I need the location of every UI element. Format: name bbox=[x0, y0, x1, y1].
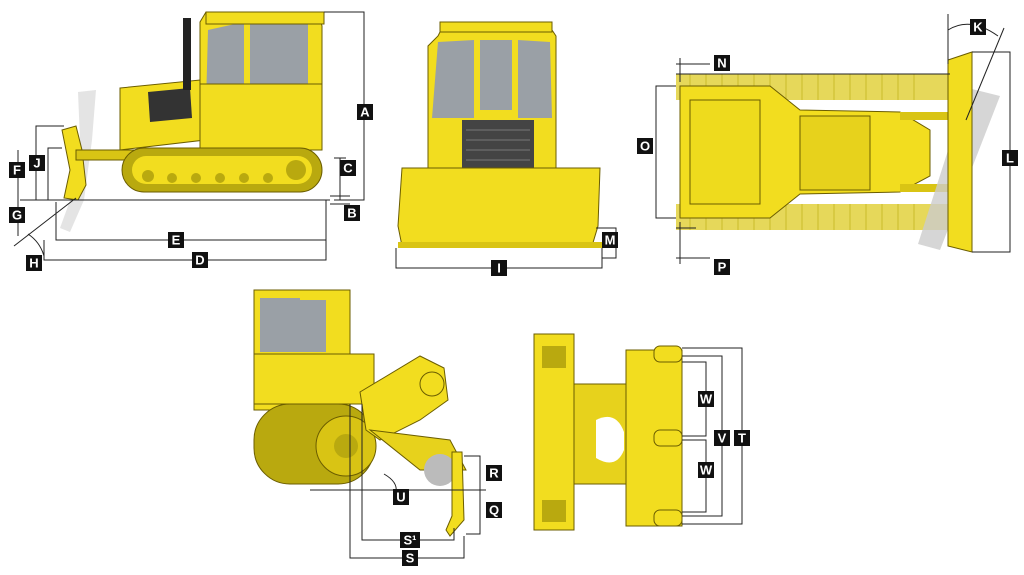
front-grille-slats bbox=[466, 129, 530, 161]
label-F: F bbox=[9, 162, 25, 178]
svg-text:P: P bbox=[718, 260, 727, 275]
dim-J-line bbox=[47, 147, 62, 200]
front-window-center bbox=[480, 40, 512, 110]
ripper-link-pin bbox=[419, 371, 445, 397]
side-track-rollers bbox=[142, 160, 306, 183]
label-S: S bbox=[402, 550, 418, 566]
dim-O-line bbox=[655, 85, 676, 219]
label-O: O bbox=[637, 138, 653, 154]
dimension-labels: A B C D E F G H J I M K L N O P R Q U S¹… bbox=[9, 19, 1018, 566]
svg-text:O: O bbox=[640, 139, 650, 154]
label-I: I bbox=[491, 260, 507, 276]
label-T: T bbox=[734, 430, 750, 446]
rtop-frame-slot bbox=[596, 416, 624, 463]
ripper-fender bbox=[253, 353, 375, 405]
svg-text:T: T bbox=[738, 431, 746, 446]
front-window-right bbox=[518, 40, 552, 118]
svg-text:R: R bbox=[489, 466, 499, 481]
svg-text:Q: Q bbox=[489, 503, 499, 518]
label-J: J bbox=[29, 155, 45, 171]
dim-K-line-2 bbox=[965, 27, 1005, 121]
front-blade bbox=[397, 167, 601, 247]
svg-text:K: K bbox=[973, 20, 983, 35]
top-cab bbox=[799, 115, 871, 191]
top-blade bbox=[947, 51, 973, 253]
side-view bbox=[13, 11, 365, 261]
svg-text:G: G bbox=[12, 208, 22, 223]
front-view bbox=[395, 21, 617, 269]
side-cab-roof bbox=[205, 11, 325, 25]
dim-D-line bbox=[43, 240, 327, 261]
svg-text:B: B bbox=[347, 206, 356, 221]
svg-text:M: M bbox=[605, 233, 616, 248]
side-rear-body bbox=[199, 83, 323, 151]
svg-text:A: A bbox=[360, 105, 370, 120]
svg-text:W: W bbox=[700, 463, 713, 478]
svg-text:S¹: S¹ bbox=[404, 533, 417, 548]
front-window-left bbox=[432, 40, 474, 118]
ripper-cab-window-2 bbox=[290, 300, 326, 352]
label-U: U bbox=[393, 489, 409, 505]
ripper-sprocket-hub bbox=[334, 434, 358, 458]
label-P: P bbox=[714, 259, 730, 275]
top-view bbox=[655, 14, 1011, 264]
label-W-upper: W bbox=[698, 391, 714, 407]
ripper-side-view bbox=[253, 289, 486, 559]
svg-text:H: H bbox=[29, 256, 38, 271]
label-C: C bbox=[340, 160, 356, 176]
side-blade bbox=[61, 125, 87, 201]
label-M: M bbox=[602, 232, 618, 248]
ripper-top-view bbox=[533, 333, 743, 531]
rtop-grille bbox=[542, 346, 566, 522]
front-blade-edge bbox=[398, 242, 602, 248]
label-E: E bbox=[168, 232, 184, 248]
svg-text:D: D bbox=[195, 253, 204, 268]
label-L: L bbox=[1002, 150, 1018, 166]
label-G: G bbox=[9, 207, 25, 223]
dim-R-line bbox=[464, 455, 481, 490]
svg-text:C: C bbox=[343, 161, 353, 176]
svg-text:V: V bbox=[718, 431, 727, 446]
svg-text:F: F bbox=[13, 163, 21, 178]
rtop-shank-pockets bbox=[653, 345, 683, 527]
label-R: R bbox=[486, 465, 502, 481]
svg-text:L: L bbox=[1006, 151, 1014, 166]
top-engine-deck bbox=[689, 99, 761, 205]
side-hood-vent bbox=[148, 88, 192, 122]
side-exhaust-stack bbox=[183, 18, 191, 90]
side-cab-window-side bbox=[250, 22, 308, 84]
svg-text:N: N bbox=[717, 56, 726, 71]
top-push-arm-lower bbox=[900, 184, 948, 192]
svg-text:W: W bbox=[700, 392, 713, 407]
front-cab-roof bbox=[439, 21, 553, 33]
dim-H-line bbox=[13, 197, 77, 247]
svg-text:J: J bbox=[33, 156, 40, 171]
svg-text:E: E bbox=[172, 233, 181, 248]
svg-text:U: U bbox=[396, 490, 405, 505]
dim-E-line bbox=[55, 200, 327, 241]
front-grille bbox=[462, 120, 534, 170]
top-push-arm-upper bbox=[900, 112, 948, 120]
ripper-shank bbox=[445, 451, 465, 537]
ripper-cylinder-end bbox=[424, 454, 456, 486]
label-S1: S¹ bbox=[400, 532, 420, 548]
label-A: A bbox=[357, 104, 373, 120]
svg-text:I: I bbox=[497, 261, 501, 276]
svg-text:S: S bbox=[406, 551, 415, 566]
label-W-lower: W bbox=[698, 462, 714, 478]
dim-Q-line bbox=[466, 490, 481, 535]
label-V: V bbox=[714, 430, 730, 446]
label-H: H bbox=[26, 255, 42, 271]
label-K: K bbox=[970, 19, 986, 35]
label-B: B bbox=[344, 205, 360, 221]
label-Q: Q bbox=[486, 502, 502, 518]
label-D: D bbox=[192, 252, 208, 268]
label-N: N bbox=[714, 55, 730, 71]
